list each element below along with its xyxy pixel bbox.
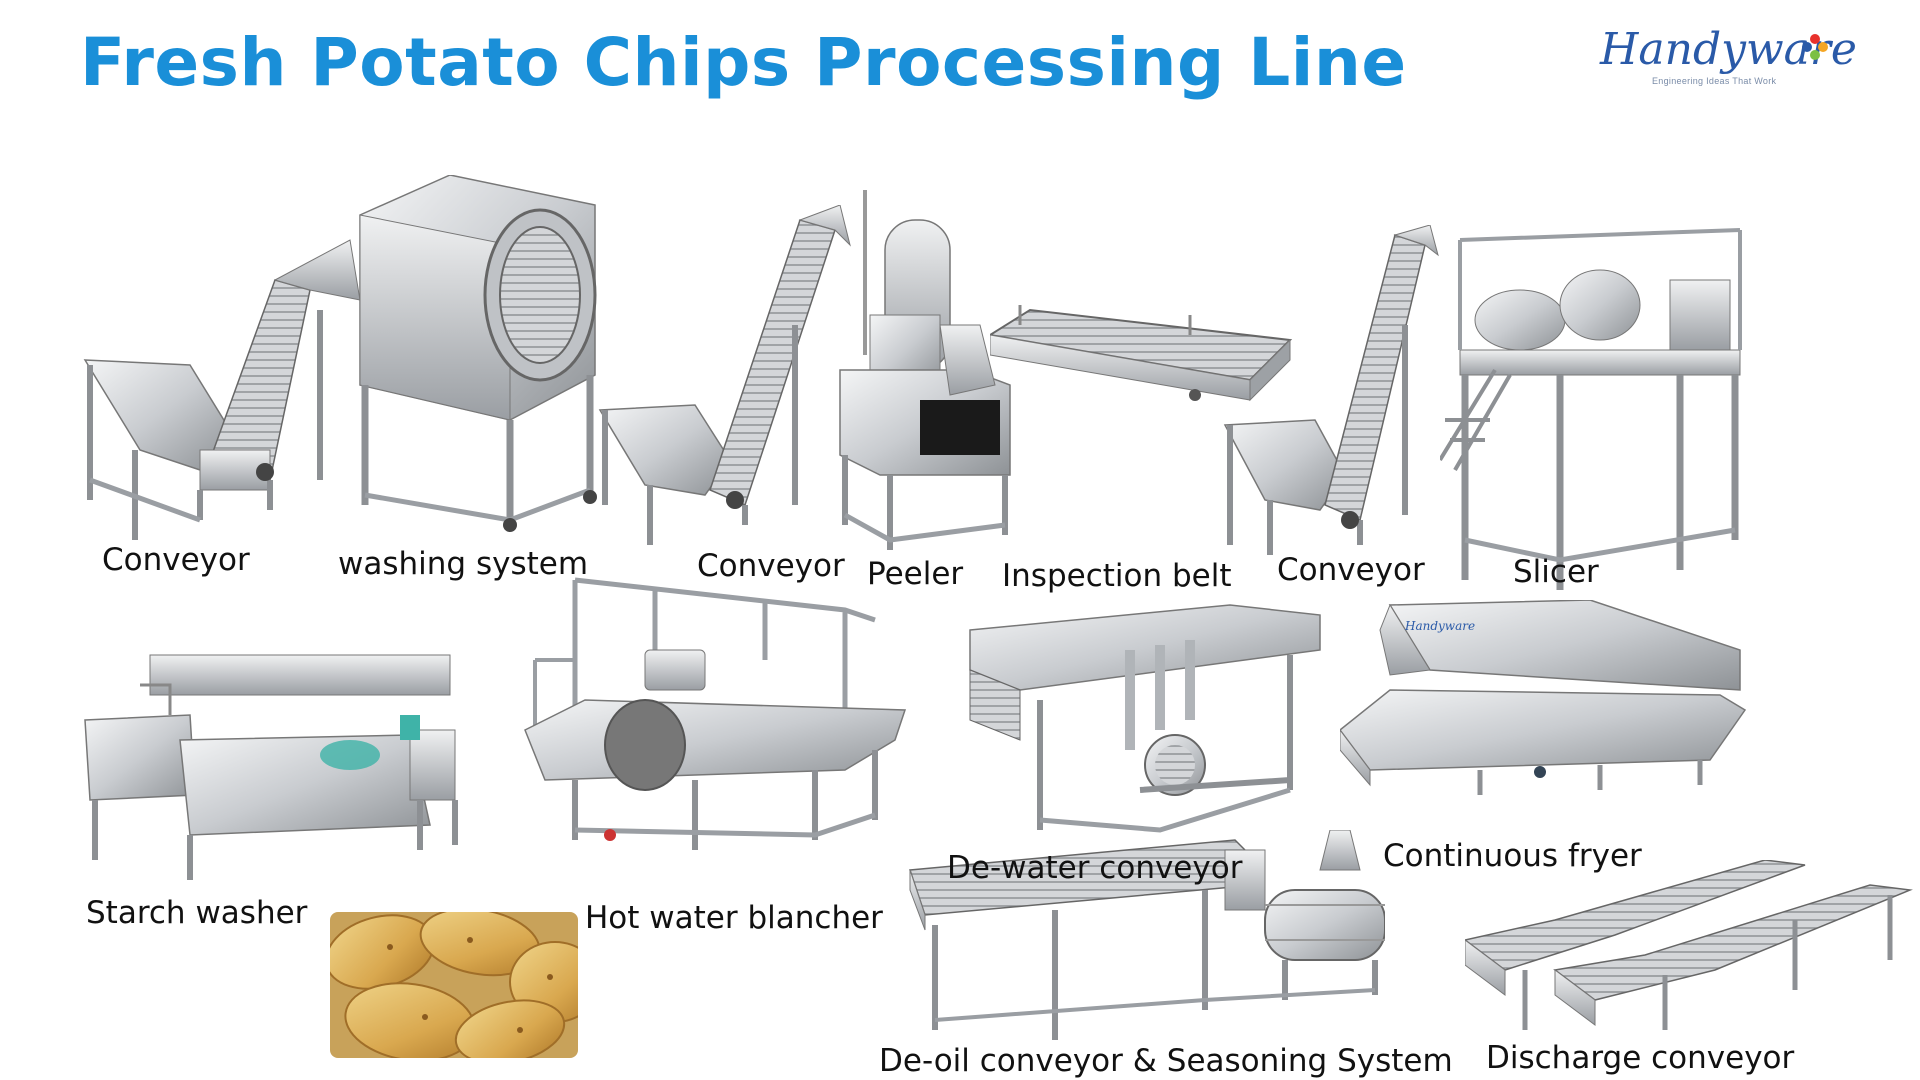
company-logo: Handyware Engineering Ideas That Work: [1600, 24, 1857, 94]
logo-tagline: Engineering Ideas That Work: [1652, 76, 1777, 86]
label-slicer: Slicer: [1513, 554, 1599, 590]
logo-flower-icon: [1802, 34, 1828, 60]
drum-washer-icon: [359, 175, 597, 532]
page-title: Fresh Potato Chips Processing Line: [80, 24, 1407, 101]
svg-text:Handyware: Handyware: [1404, 619, 1475, 633]
discharge-conveyor-icon: [1465, 860, 1913, 1030]
slicer-platform-icon: [1440, 228, 1742, 590]
incline-conveyor-icon: [598, 205, 851, 545]
incline-conveyor-icon: [1223, 225, 1439, 555]
label-continuous-fryer: Continuous fryer: [1383, 838, 1642, 874]
seasoning-drum-icon: [908, 830, 1385, 1040]
incline-conveyor-icon: [83, 239, 360, 540]
fryer-icon: Handyware: [1340, 600, 1747, 795]
peeler-icon: [839, 190, 1011, 550]
label-discharge-conveyor: Discharge conveyor: [1486, 1040, 1795, 1076]
label-de-water-conveyor: De-water conveyor: [947, 850, 1243, 886]
label-starch-washer: Starch washer: [86, 895, 308, 931]
label-hot-water-blancher: Hot water blancher: [585, 900, 883, 936]
label-washing-system: washing system: [338, 546, 589, 582]
label-de-oil-seasoning: De-oil conveyor & Seasoning System: [879, 1043, 1453, 1079]
label-inspection-belt: Inspection belt: [1002, 558, 1232, 594]
label-conveyor-2: Conveyor: [697, 548, 845, 584]
label-conveyor-1: Conveyor: [102, 542, 250, 578]
flat-belt-icon: [990, 305, 1293, 402]
tank-washer-icon: [84, 654, 458, 880]
label-peeler: Peeler: [867, 556, 964, 592]
potato-chips-photo: [330, 912, 578, 1058]
dewater-conveyor-icon: [969, 604, 1321, 833]
logo-wordmark: Handyware: [1600, 24, 1857, 75]
blancher-icon: [524, 577, 907, 850]
label-conveyor-3: Conveyor: [1277, 552, 1425, 588]
